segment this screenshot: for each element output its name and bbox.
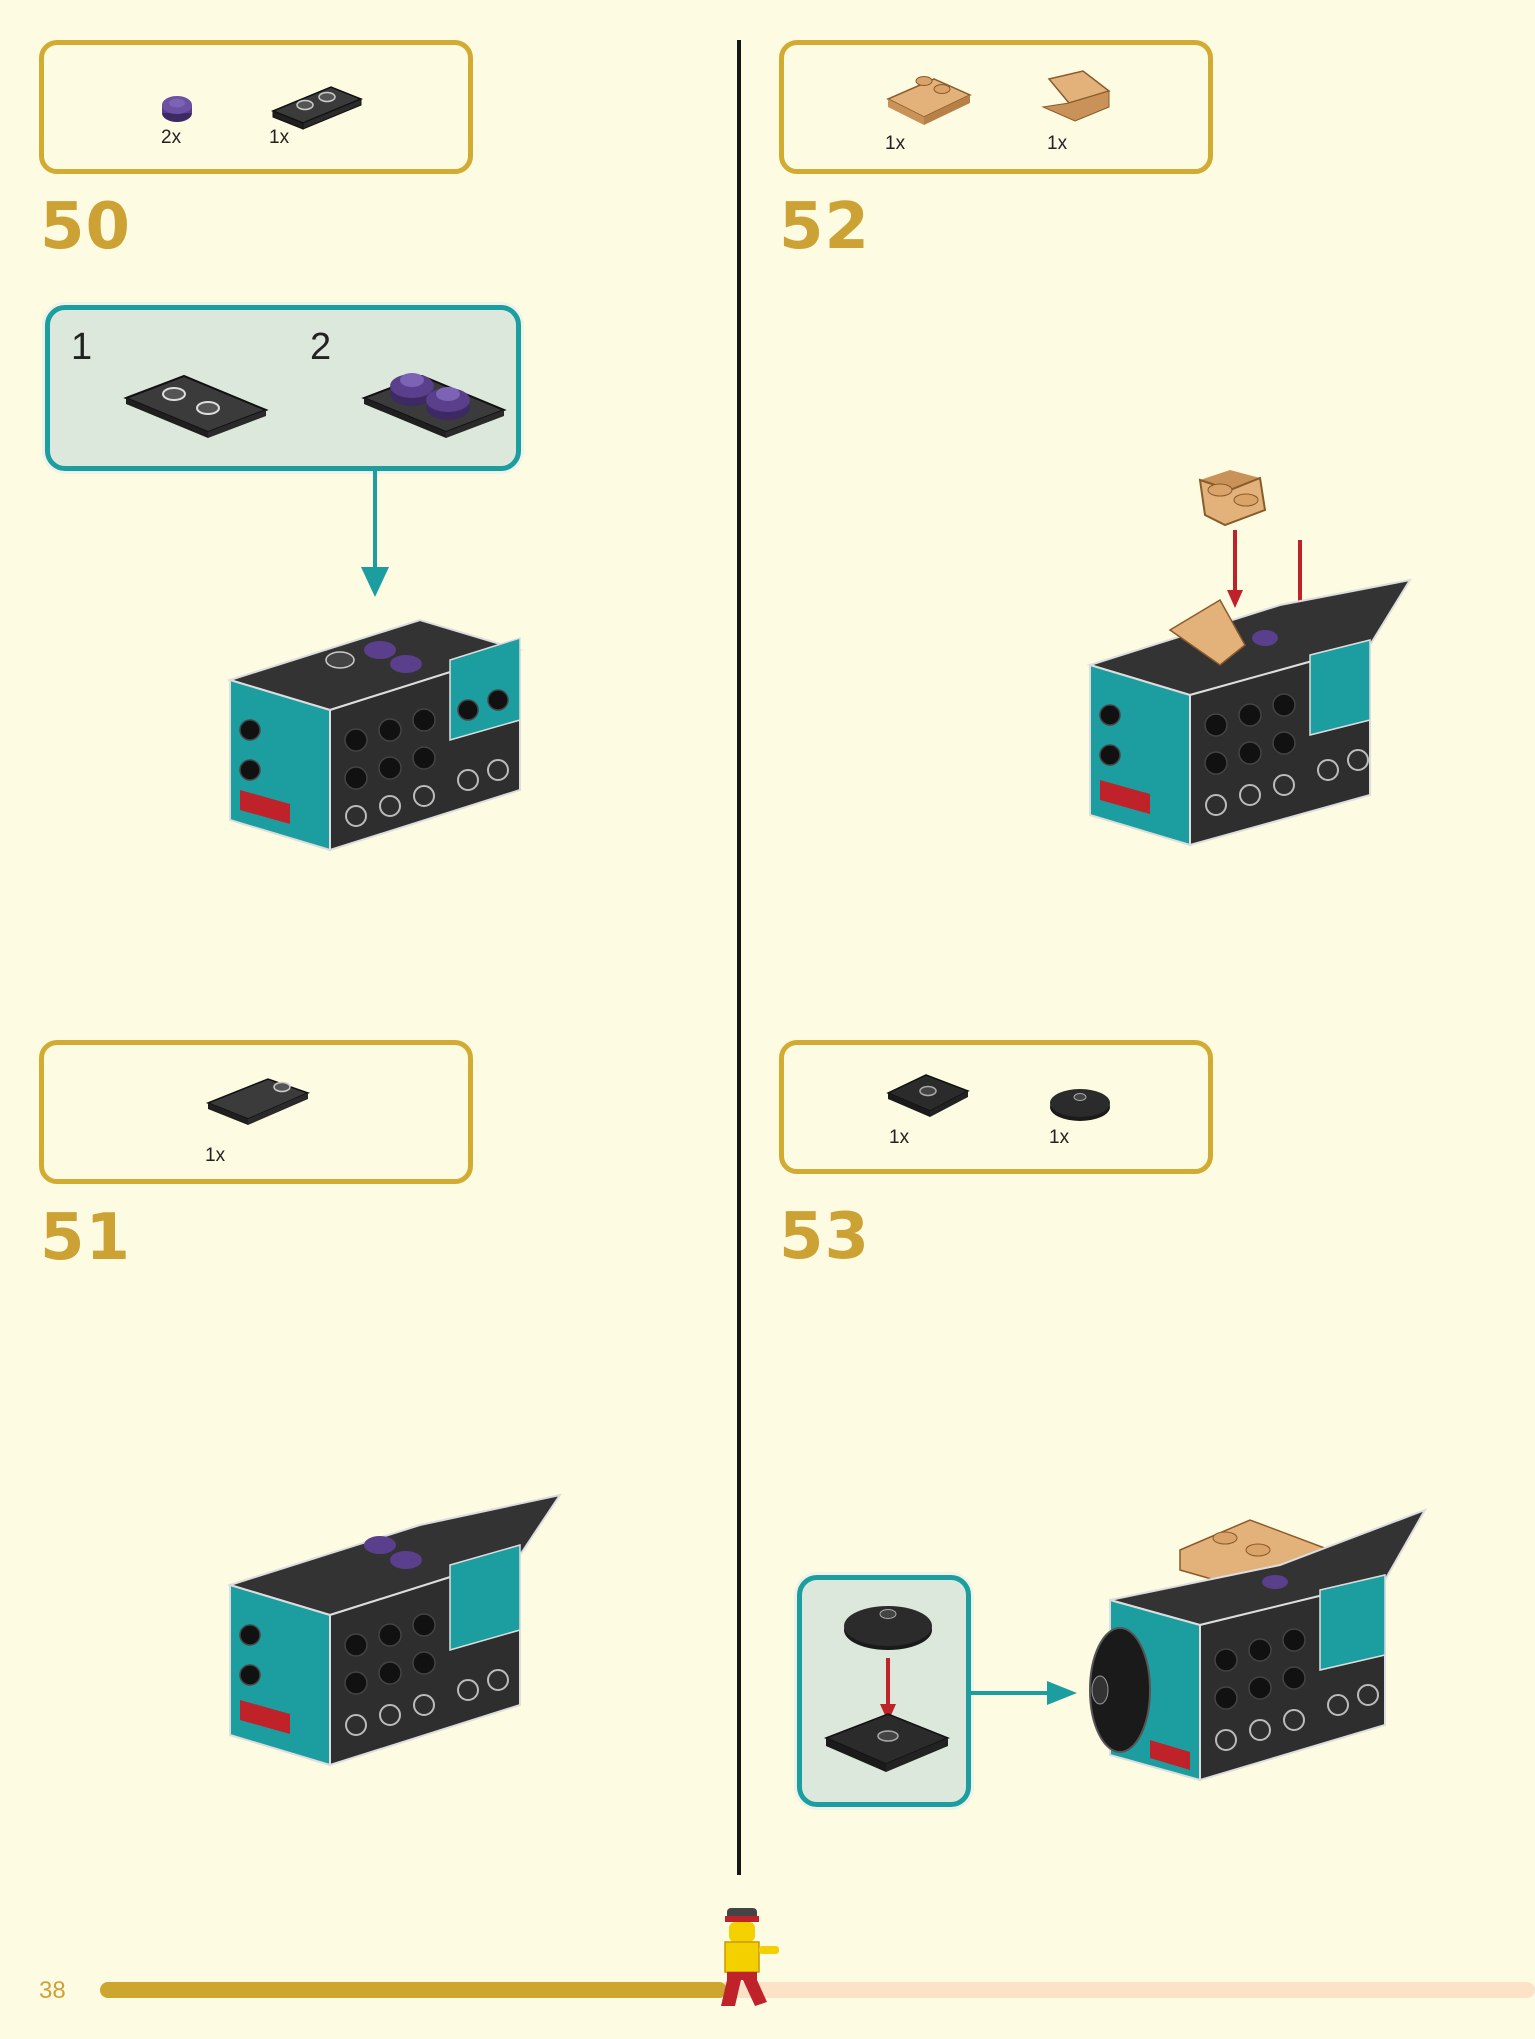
black-tile-2x2-icon xyxy=(886,1074,970,1117)
model-step-50 xyxy=(226,618,524,852)
parts-callout-step-50: 2x 1x xyxy=(39,40,473,174)
sub-assembly-callout xyxy=(797,1575,971,1807)
part-qty: 1x xyxy=(205,1145,226,1166)
model-step-53 xyxy=(1089,1508,1428,1782)
step-number: 51 xyxy=(40,1201,132,1275)
part-qty: 1x xyxy=(269,127,290,148)
step-number: 50 xyxy=(40,190,132,264)
part-qty: 1x xyxy=(1047,133,1068,154)
model-step-51 xyxy=(226,1493,563,1767)
black-plate-1x2-icon xyxy=(271,86,363,130)
parts-callout-step-52: 1x 1x xyxy=(779,40,1213,174)
black-round-dish-icon xyxy=(1050,1089,1110,1121)
step-number: 52 xyxy=(779,190,871,264)
part-qty: 2x xyxy=(161,127,182,148)
sub-assembly-callout: 1 2 xyxy=(45,305,521,471)
teal-arrow-icon xyxy=(971,1681,1077,1705)
step-number: 53 xyxy=(779,1200,871,1274)
tan-slope-icon xyxy=(1041,70,1111,122)
page-number: 38 xyxy=(39,1977,66,2004)
dish-on-tile-icon xyxy=(824,1606,950,1772)
sub-step-number: 1 xyxy=(71,326,93,368)
black-plate-1x2-icon xyxy=(123,374,269,438)
part-qty: 1x xyxy=(885,133,906,154)
black-wedge-plate-icon xyxy=(205,1078,311,1125)
parts-callout-step-51: 1x xyxy=(39,1040,473,1184)
model-step-52 xyxy=(1086,470,1413,847)
column-divider xyxy=(737,40,741,1875)
parts-callout-step-53: 1x 1x xyxy=(779,1040,1213,1174)
purple-round-plate-icon xyxy=(162,96,192,122)
purple-plates-on-black-plate-icon xyxy=(361,373,507,438)
part-qty: 1x xyxy=(1049,1127,1070,1148)
teal-arrow-icon xyxy=(361,471,389,597)
tan-curved-slope-icon xyxy=(886,76,972,125)
minifigure-runner-icon xyxy=(721,1908,779,2006)
progress-fill xyxy=(100,1982,727,1998)
part-qty: 1x xyxy=(889,1127,910,1148)
sub-step-number: 2 xyxy=(310,326,332,368)
